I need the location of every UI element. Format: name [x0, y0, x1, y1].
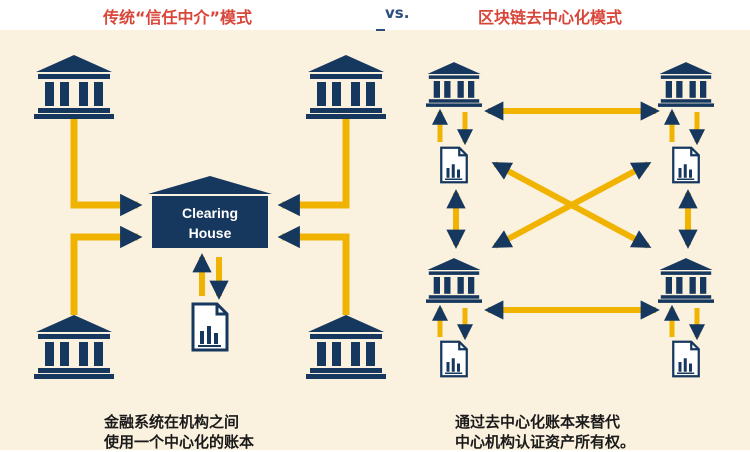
- clearing-house: Clearing House: [148, 176, 272, 248]
- vs-underline: [376, 29, 385, 31]
- caption-blockchain-line: 中心机构认证资产所有权。: [455, 433, 636, 451]
- bank-icon: [658, 62, 714, 107]
- clearing-house-line2: House: [189, 225, 232, 241]
- bank-icon: [34, 55, 114, 119]
- document-chart-icon: [672, 340, 700, 378]
- title-traditional: 传统“信任中介”模式: [103, 8, 253, 27]
- title-band: [0, 0, 750, 30]
- connector-top-right: [277, 119, 350, 217]
- bank-icon: [426, 258, 482, 303]
- caption-traditional: 金融系统在机构之间 使用一个中心化的账本: [104, 412, 254, 452]
- bank-icon: [34, 315, 114, 379]
- document-chart-icon: [191, 302, 229, 352]
- title-blockchain: 区块链去中心化模式: [478, 8, 623, 27]
- connector-bottom-right: [277, 225, 350, 315]
- bank-icon: [306, 55, 386, 119]
- document-chart-icon: [440, 146, 468, 184]
- caption-traditional-line: 使用一个中心化的账本: [104, 433, 255, 451]
- left-connections: [70, 119, 350, 315]
- title-vs: vs.: [385, 4, 410, 22]
- document-chart-icon: [440, 340, 468, 378]
- bank-icon: [306, 315, 386, 379]
- document-chart-icon: [672, 146, 700, 184]
- connector-bottom-left: [70, 225, 143, 315]
- clearing-house-line1: Clearing: [182, 205, 238, 221]
- caption-traditional-line: 金融系统在机构之间: [104, 413, 240, 431]
- right-connections: [431, 101, 706, 341]
- link-diagonal-2: [491, 161, 652, 249]
- caption-blockchain: 通过去中心化账本来替代 中心机构认证资产所有权。: [455, 412, 635, 452]
- connector-top-left: [70, 119, 143, 217]
- bank-icon: [658, 258, 714, 303]
- bank-icon: [426, 62, 482, 107]
- caption-blockchain-line: 通过去中心化账本来替代: [455, 413, 621, 431]
